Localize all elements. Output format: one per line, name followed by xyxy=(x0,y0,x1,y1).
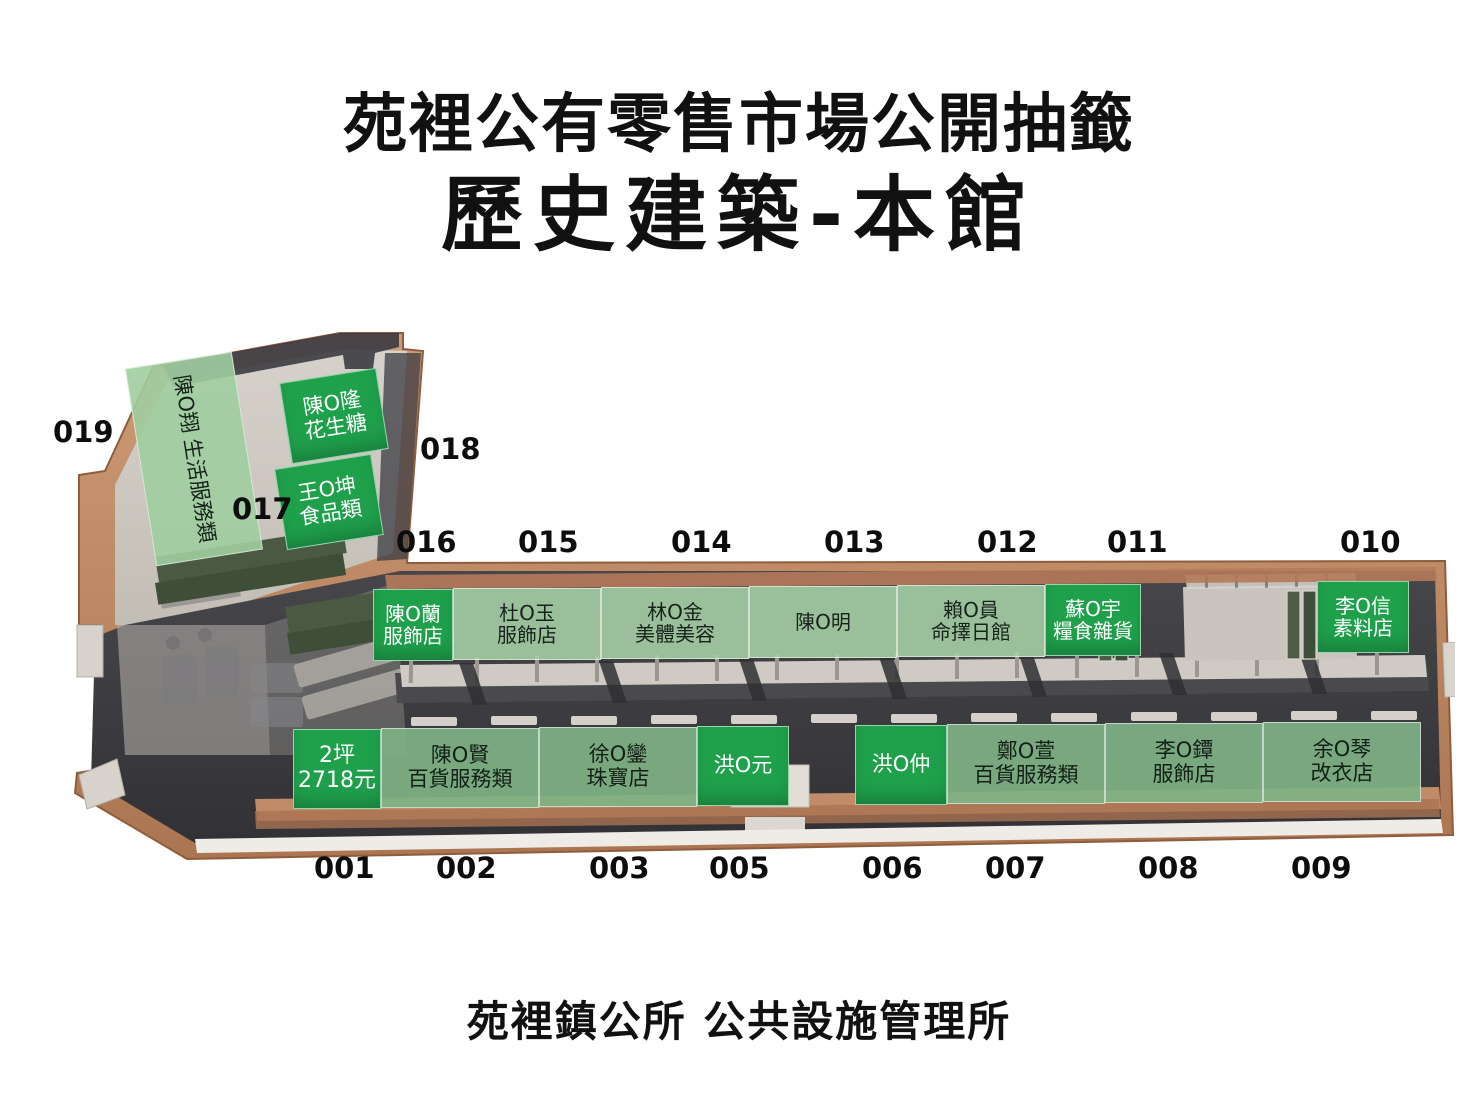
stall-007-line2: 百貨服務類 xyxy=(973,763,1079,787)
stall-number-019: 019 xyxy=(53,415,114,449)
stall-014-line1: 林O金 xyxy=(647,599,703,624)
stall-010-line2: 素料店 xyxy=(1333,616,1393,640)
stall-016-line1: 陳O蘭 xyxy=(385,601,441,626)
stall-012: 賴O員 命擇日館 xyxy=(897,585,1045,657)
page-title-line2: 歷史建築-本館 xyxy=(440,168,1038,264)
stall-number-018: 018 xyxy=(420,432,481,466)
stall-003: 徐O鑾 珠寶店 xyxy=(539,727,697,807)
page-footer: 苑裡鎮公所 公共設施管理所 xyxy=(466,997,1012,1046)
stall-011-line2: 糧食雜貨 xyxy=(1053,619,1133,643)
roof-shadow-upper-2 xyxy=(377,353,421,561)
stall-001: 2坪 2718元 xyxy=(293,729,381,809)
stall-018: 陳O隆 花生糖 xyxy=(279,367,389,465)
stall-number-012: 012 xyxy=(977,525,1038,559)
stall-003-line1: 徐O鑾 xyxy=(588,742,648,767)
page-title-line1: 苑裡公有零售市場公開抽籤 xyxy=(343,88,1135,162)
stall-009-line2: 改衣店 xyxy=(1310,761,1374,785)
stall-014-line2: 美體美容 xyxy=(635,622,715,646)
stall-number-001: 001 xyxy=(314,851,375,885)
stall-002: 陳O賢 百貨服務類 xyxy=(381,728,539,808)
stall-013: 陳O明 xyxy=(749,586,897,658)
outer-ground-shadow xyxy=(195,819,1443,853)
stall-number-010: 010 xyxy=(1340,525,1401,559)
central-corridor-tables xyxy=(395,649,1429,726)
stall-015-line1: 杜O玉 xyxy=(499,600,555,625)
stall-010-line1: 李O信 xyxy=(1335,593,1391,618)
stall-number-003: 003 xyxy=(589,851,650,885)
stall-number-002: 002 xyxy=(436,851,497,885)
stall-006: 洪O仲 xyxy=(855,725,947,805)
wall-notch-left2 xyxy=(78,758,126,810)
stall-number-016: 016 xyxy=(396,525,457,559)
floorplan: 陳O翔 生活服務類 陳O隆 花生糖 王O坤 食品類 陳O蘭 服飾店 杜O玉 服飾… xyxy=(55,325,1455,895)
ledge-bottom-2 xyxy=(255,799,1440,829)
stall-015-line2: 服飾店 xyxy=(497,623,557,647)
ledge-top xyxy=(385,567,1437,589)
stall-014: 林O金 美體美容 xyxy=(601,587,749,659)
stall-006-line1: 洪O仲 xyxy=(871,752,931,777)
stall-number-005: 005 xyxy=(709,851,770,885)
stall-007: 鄭O萱 百貨服務類 xyxy=(947,724,1105,804)
stall-019-line2: 生活服務類 xyxy=(179,437,220,545)
stall-008-line1: 李O鐔 xyxy=(1154,738,1214,763)
stall-005: 洪O元 xyxy=(697,726,789,806)
exterior-block-right xyxy=(1442,641,1455,698)
stall-019-line1: 陳O翔 xyxy=(169,373,203,435)
stall-005-line1: 洪O元 xyxy=(713,753,773,778)
wall-notch-left xyxy=(76,624,104,678)
stall-number-009: 009 xyxy=(1291,851,1352,885)
stall-001-line1: 2坪 xyxy=(319,743,355,769)
stall-009: 余O琴 改衣店 xyxy=(1263,722,1421,802)
stall-number-017: 017 xyxy=(232,492,293,526)
stall-number-006: 006 xyxy=(862,851,923,885)
stall-012-line1: 賴O員 xyxy=(943,597,999,622)
stall-number-007: 007 xyxy=(985,851,1046,885)
stall-number-014: 014 xyxy=(671,525,732,559)
stall-007-line1: 鄭O萱 xyxy=(996,739,1056,764)
stall-001-line2: 2718元 xyxy=(298,768,376,793)
stall-010: 李O信 素料店 xyxy=(1317,581,1409,653)
page-header: 苑裡公有零售市場公開抽籤 歷史建築-本館 xyxy=(0,0,1478,259)
stall-number-015: 015 xyxy=(518,525,579,559)
stall-number-011: 011 xyxy=(1107,525,1168,559)
stall-012-line2: 命擇日館 xyxy=(931,620,1011,644)
stall-009-line1: 余O琴 xyxy=(1312,737,1372,762)
stall-008: 李O鐔 服飾店 xyxy=(1105,723,1263,803)
stall-number-008: 008 xyxy=(1138,851,1199,885)
stall-number-013: 013 xyxy=(824,525,885,559)
stall-016: 陳O蘭 服飾店 xyxy=(373,589,453,661)
stall-011-line1: 蘇O宇 xyxy=(1065,596,1121,621)
stall-015: 杜O玉 服飾店 xyxy=(453,588,601,660)
stall-011: 蘇O宇 糧食雜貨 xyxy=(1045,584,1141,656)
stall-016-line2: 服飾店 xyxy=(383,624,443,648)
stall-002-line2: 百貨服務類 xyxy=(407,767,513,791)
stall-002-line1: 陳O賢 xyxy=(430,743,490,768)
stall-008-line2: 服飾店 xyxy=(1152,762,1216,786)
stall-003-line2: 珠寶店 xyxy=(586,766,650,790)
stall-013-line1: 陳O明 xyxy=(795,609,851,634)
